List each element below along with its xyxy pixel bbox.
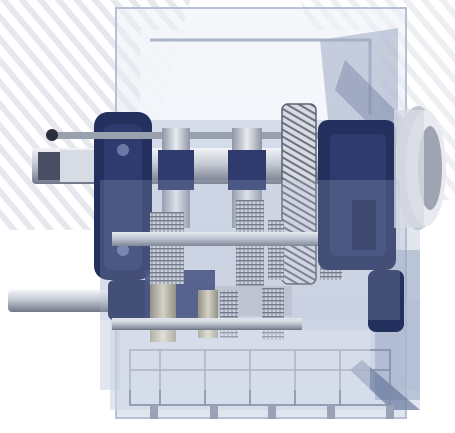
base-feet xyxy=(150,405,394,419)
output-flange xyxy=(394,106,446,230)
shift-fork-1 xyxy=(158,128,194,228)
base-frame xyxy=(129,349,391,406)
right-bearing-block xyxy=(318,120,396,270)
lower-right-bearing xyxy=(368,270,404,332)
shift-rod xyxy=(46,129,378,141)
countershaft xyxy=(112,232,372,330)
housing-front-overlay xyxy=(100,180,400,390)
